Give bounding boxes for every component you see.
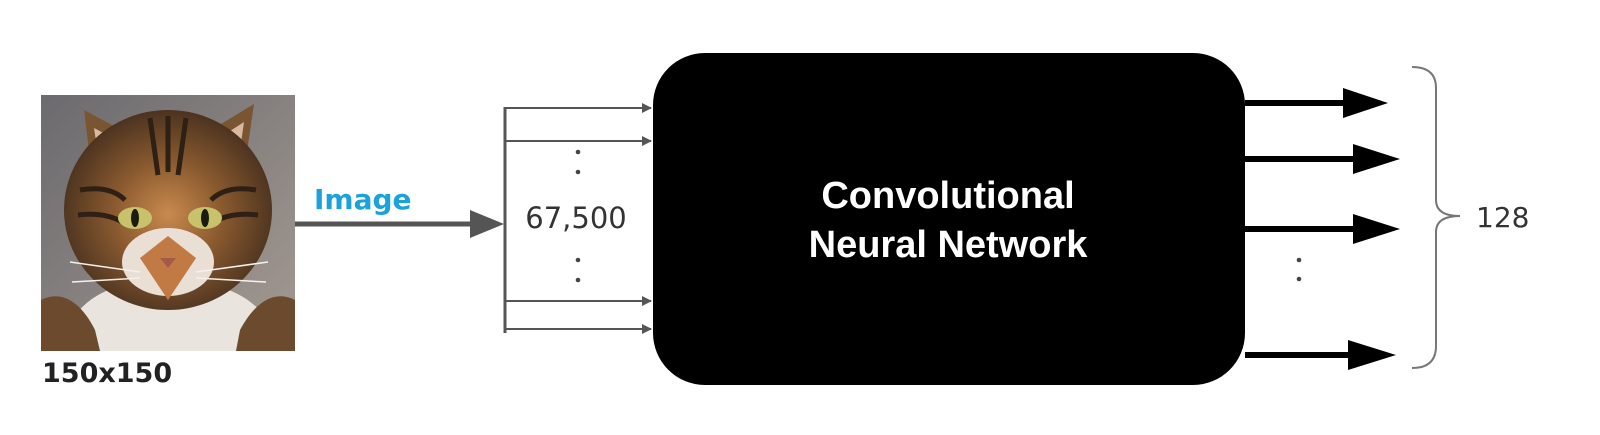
image-arrow [295, 210, 504, 238]
cnn-title-line2: Neural Network [809, 224, 1089, 266]
input-ellipsis [575, 149, 581, 283]
output-arrow [1245, 144, 1400, 174]
output-arrow [1245, 340, 1396, 370]
input-count-label: 67,500 [525, 201, 626, 235]
output-arrows [1245, 88, 1400, 370]
output-ellipsis [1296, 257, 1302, 282]
image-edge-label: Image [314, 183, 412, 216]
input-connections [505, 103, 652, 334]
output-brace [1411, 66, 1461, 369]
output-arrow [1245, 214, 1400, 244]
output-arrow [1245, 88, 1388, 118]
cnn-box [653, 53, 1245, 385]
cnn-title-line1: Convolutional [821, 175, 1074, 217]
output-count-label: 128 [1476, 201, 1529, 234]
cat-image [41, 95, 295, 351]
input-size-label: 150x150 [42, 358, 172, 389]
